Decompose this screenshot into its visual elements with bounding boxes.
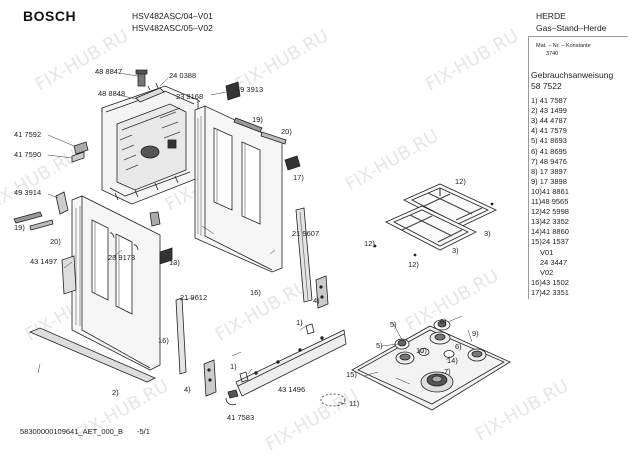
label-431497: 43 1497 (30, 257, 58, 266)
callout-5: 5) (390, 320, 397, 329)
parts-list-item: 24 3447 (540, 257, 568, 267)
panel-divider (528, 36, 529, 299)
rail-219612 (175, 297, 187, 375)
parts-list-item: 1) 41 7587 (531, 96, 567, 105)
callout-13: 13) (169, 258, 180, 267)
parts-list-item: 12)42 5998 (531, 207, 569, 217)
part-493914 (55, 191, 69, 215)
model-line-2: HSV482ASC/05–V02 (132, 23, 213, 33)
kick-plate (227, 323, 347, 399)
parts-list-item: 15)24 1537 (531, 237, 569, 247)
callout-17: 17) (293, 173, 304, 182)
left-side-panel (71, 195, 161, 371)
parts-list-item: 3) 44 4787 (531, 116, 567, 126)
label-417583: 41 7583 (227, 413, 255, 422)
callout-4: 4) (184, 385, 191, 394)
mat-nr-value: 3740 (546, 51, 559, 57)
part-431497 (61, 255, 77, 295)
parts-list-item: 11)48 9565 (531, 197, 569, 206)
part-417590 (71, 151, 85, 163)
manual-label: Gebrauchsanweisung (531, 70, 614, 80)
doc-id: 58300000109641_AET_000_B (20, 427, 124, 436)
category-line-2: Gas–Stand–Herde (536, 23, 607, 33)
callout-12: 12) (364, 239, 375, 248)
part-20b (260, 131, 287, 145)
callout-19: 19) (252, 115, 263, 124)
parts-list-item: 9) 17 3898 (531, 176, 567, 186)
part-417592 (73, 141, 89, 155)
callout-10: 10) (416, 346, 427, 355)
label-493913: 49 3913 (236, 85, 264, 94)
plinth-left (28, 327, 156, 383)
callout-3: 3) (484, 229, 491, 238)
label-431496: 43 1496 (278, 385, 306, 394)
parts-list-item: 5) 41 8693 (531, 136, 567, 146)
label-488847: 48 8847 (95, 67, 123, 76)
callout-3: 3) (452, 246, 459, 255)
parts-list-item: 13)42 3352 (531, 217, 569, 227)
brand-logo: BOSCH (23, 8, 77, 24)
mat-nr-label: Mat. – Nr. – Konstante (536, 43, 591, 49)
callout-15: 15) (346, 370, 357, 379)
parts-list-item: 6) 41 8695 (531, 146, 567, 156)
label-240388: 24 0388 (169, 71, 197, 80)
label-417590: 41 7590 (14, 150, 42, 159)
model-line-1: HSV482ASC/04–V01 (132, 11, 213, 21)
label-219607: 21 9607 (292, 229, 320, 238)
parts-list-item: 7) 48 9476 (531, 156, 567, 166)
parts-list-item: 14)41 8860 (531, 227, 569, 237)
parts-list-item: 4) 41 7579 (531, 126, 567, 136)
label-493914: 49 3914 (14, 188, 42, 197)
pan-support-lower (385, 205, 477, 251)
panel-rule (528, 36, 628, 37)
category-line-1: HERDE (536, 11, 566, 21)
part-493913 (225, 81, 241, 101)
callout-5: 5) (376, 341, 383, 350)
part-4a (315, 275, 329, 309)
callout-2: 2) (112, 388, 119, 397)
parts-list-item: 10)41 8861 (531, 186, 569, 196)
page-number: -5/1 (137, 427, 150, 436)
callout-9: 9) (472, 329, 479, 338)
callout-6: 6) (455, 342, 462, 351)
part-17 (284, 155, 301, 171)
label-239168: 23 9168 (176, 92, 204, 101)
parts-list-item: V02 (540, 267, 554, 277)
manual-value: 58 7522 (531, 81, 562, 91)
callout-14: 14) (447, 356, 458, 365)
parts-list-item: 17)42 3351 (531, 287, 569, 297)
label-488848: 48 8848 (98, 89, 126, 98)
callout-1: 1) (296, 318, 303, 327)
part-20a (29, 219, 54, 231)
hob-plate (351, 319, 511, 411)
parts-list-item: 2) 43 1499 (531, 106, 567, 116)
callout-12: 12) (408, 260, 419, 269)
label-219612: 21 9612 (180, 293, 208, 302)
part-13 (159, 247, 173, 265)
part-19a (13, 211, 43, 224)
callout-16: 16) (158, 336, 169, 345)
callout-8: 8) (440, 317, 447, 326)
label-417592: 41 7592 (14, 130, 42, 139)
part-4b (203, 359, 217, 397)
part-11 (320, 393, 346, 407)
callout-11: 11) (349, 399, 360, 408)
parts-list-item: 8) 17 3897 (531, 166, 567, 176)
callout-20: 20) (50, 237, 61, 246)
label-239173: 23 9173 (108, 253, 136, 262)
right-side-panel (194, 105, 283, 273)
callout-16: 16) (250, 288, 261, 297)
callout-19: 19) (14, 223, 25, 232)
part-19b (233, 117, 263, 133)
callout-12: 12) (455, 177, 466, 186)
callout-4: 4) (313, 296, 320, 305)
callout-1: 1) (230, 362, 237, 371)
parts-list-item: V01 (540, 247, 554, 257)
callout-20: 20) (281, 127, 292, 136)
parts-list-item: 16)43 1502 (531, 277, 569, 287)
callout-7: 7) (444, 367, 451, 376)
